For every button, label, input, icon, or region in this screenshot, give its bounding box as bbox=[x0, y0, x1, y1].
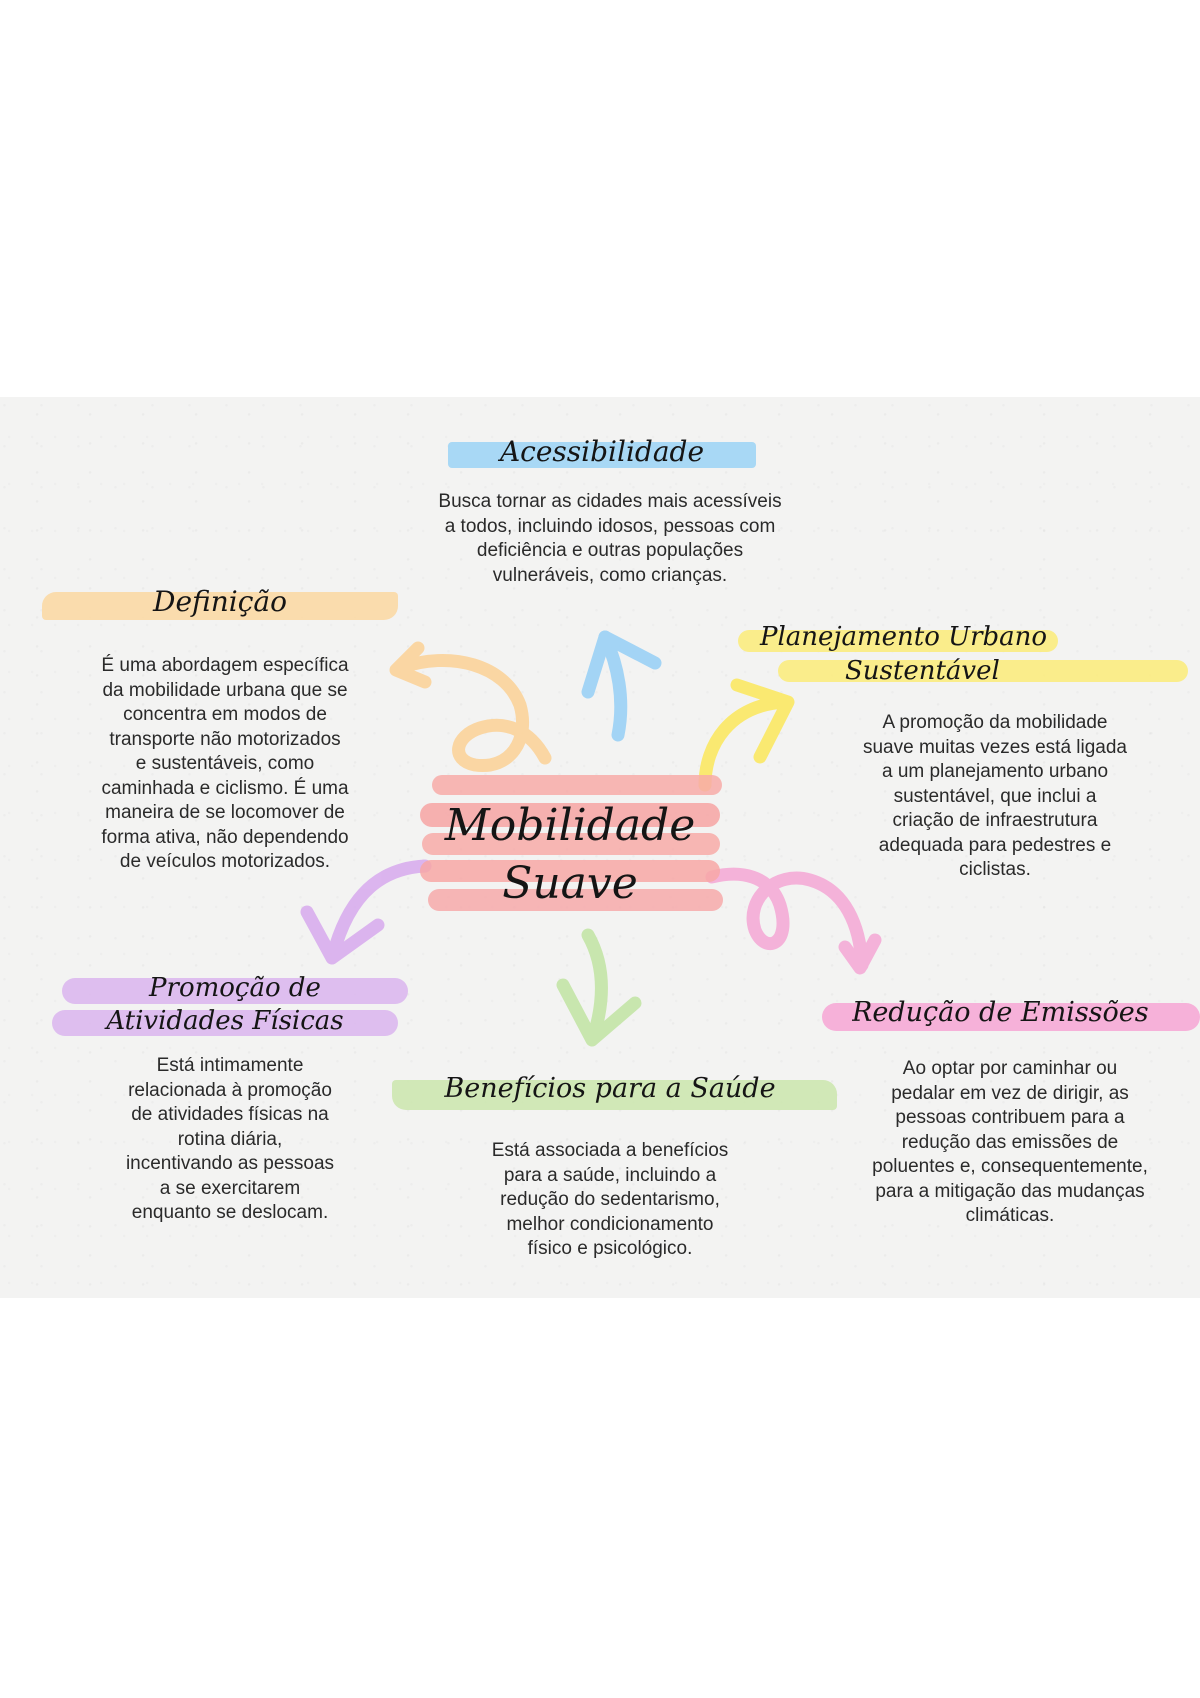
planejamento-title-line1: Planejamento Urbano bbox=[760, 622, 1048, 652]
atividades-title-line2: Atividades Físicas bbox=[106, 1006, 344, 1036]
acessibilidade-title: Acessibilidade bbox=[499, 435, 705, 468]
center-title-line1: Mobilidade bbox=[444, 800, 696, 851]
emissoes-title: Redução de Emissões bbox=[852, 997, 1149, 1028]
center-highlight-3 bbox=[422, 833, 720, 855]
acessibilidade-text: Busca tornar as cidades mais acessíveis … bbox=[438, 491, 782, 586]
definicao-title: Definição bbox=[153, 585, 287, 618]
emissoes-highlight bbox=[822, 1003, 1200, 1031]
planejamento-highlight-1 bbox=[738, 630, 1058, 652]
saude-highlight bbox=[392, 1080, 837, 1110]
atividades-title-line1: Promoção de bbox=[149, 973, 321, 1003]
atividades-text: Está intimamente relacionada à promoção … bbox=[125, 1055, 335, 1223]
saude-title: Benefícios para a Saúde bbox=[444, 1073, 776, 1104]
center-node: Mobilidade Suave bbox=[420, 775, 725, 925]
center-title-line2: Suave bbox=[502, 858, 638, 909]
definicao-text: É uma abordagem específica da mobilidade… bbox=[101, 655, 349, 872]
atividades-highlight-1 bbox=[62, 978, 408, 1004]
definicao-highlight bbox=[42, 592, 398, 620]
planejamento-text: A promoção da mobilidade suave muitas ve… bbox=[862, 712, 1128, 880]
saude-text: Está associada a benefícios para a saúde… bbox=[491, 1140, 729, 1259]
acessibilidade-highlight bbox=[448, 442, 756, 468]
center-highlight-1 bbox=[432, 775, 722, 795]
atividades-highlight-2 bbox=[52, 1010, 398, 1036]
center-highlight-4 bbox=[420, 860, 720, 882]
planejamento-highlight-2 bbox=[778, 660, 1188, 682]
center-highlight-5 bbox=[428, 889, 723, 911]
emissoes-text: Ao optar por caminhar ou pedalar em vez … bbox=[872, 1058, 1148, 1226]
planejamento-title-line2: Sustentável bbox=[845, 656, 1000, 686]
center-highlight-2 bbox=[420, 803, 720, 827]
